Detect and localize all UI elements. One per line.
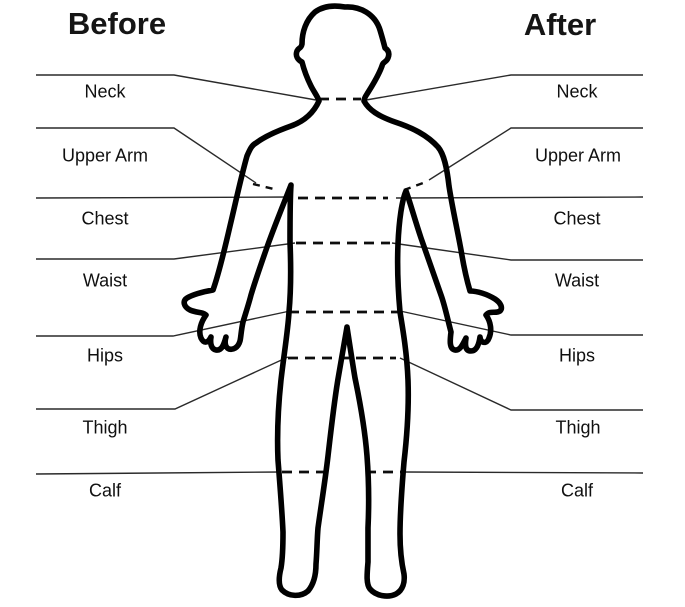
label-left-calf: Calf (88, 480, 122, 501)
connector-lines (35, 74, 644, 475)
connector-right-calf (403, 471, 644, 474)
connector-right-hips (399, 310, 643, 336)
connector-right-upper-arm (428, 127, 643, 181)
label-right-upper-arm: Upper Arm (534, 145, 622, 166)
connector-left-neck (36, 74, 317, 101)
connector-right-waist (391, 242, 643, 261)
connector-right-chest (395, 196, 644, 199)
connector-left-thigh (36, 356, 289, 410)
connector-right-thigh (399, 357, 643, 411)
connector-left-upper-arm (36, 127, 257, 184)
label-left-hips: Hips (86, 345, 124, 366)
label-right-hips: Hips (558, 345, 596, 366)
human-body-front-outline-icon (181, 3, 505, 599)
label-left-upper-arm: Upper Arm (61, 145, 149, 166)
connector-right-neck (365, 74, 643, 101)
connector-left-calf (35, 471, 282, 475)
connector-left-chest (35, 196, 293, 199)
label-right-calf: Calf (560, 480, 594, 501)
before-column-title: Before (67, 6, 167, 41)
label-right-thigh: Thigh (555, 417, 601, 438)
after-column-title: After (523, 7, 597, 42)
connector-left-waist (36, 242, 296, 260)
upper-arm-dash-left (252, 182, 279, 192)
label-left-chest: Chest (81, 208, 129, 229)
label-right-waist: Waist (554, 270, 600, 291)
label-left-thigh: Thigh (82, 417, 128, 438)
connector-left-hips (36, 310, 291, 337)
label-left-waist: Waist (82, 270, 128, 291)
label-right-chest: Chest (553, 208, 601, 229)
label-right-neck: Neck (556, 81, 598, 102)
label-left-neck: Neck (84, 81, 126, 102)
